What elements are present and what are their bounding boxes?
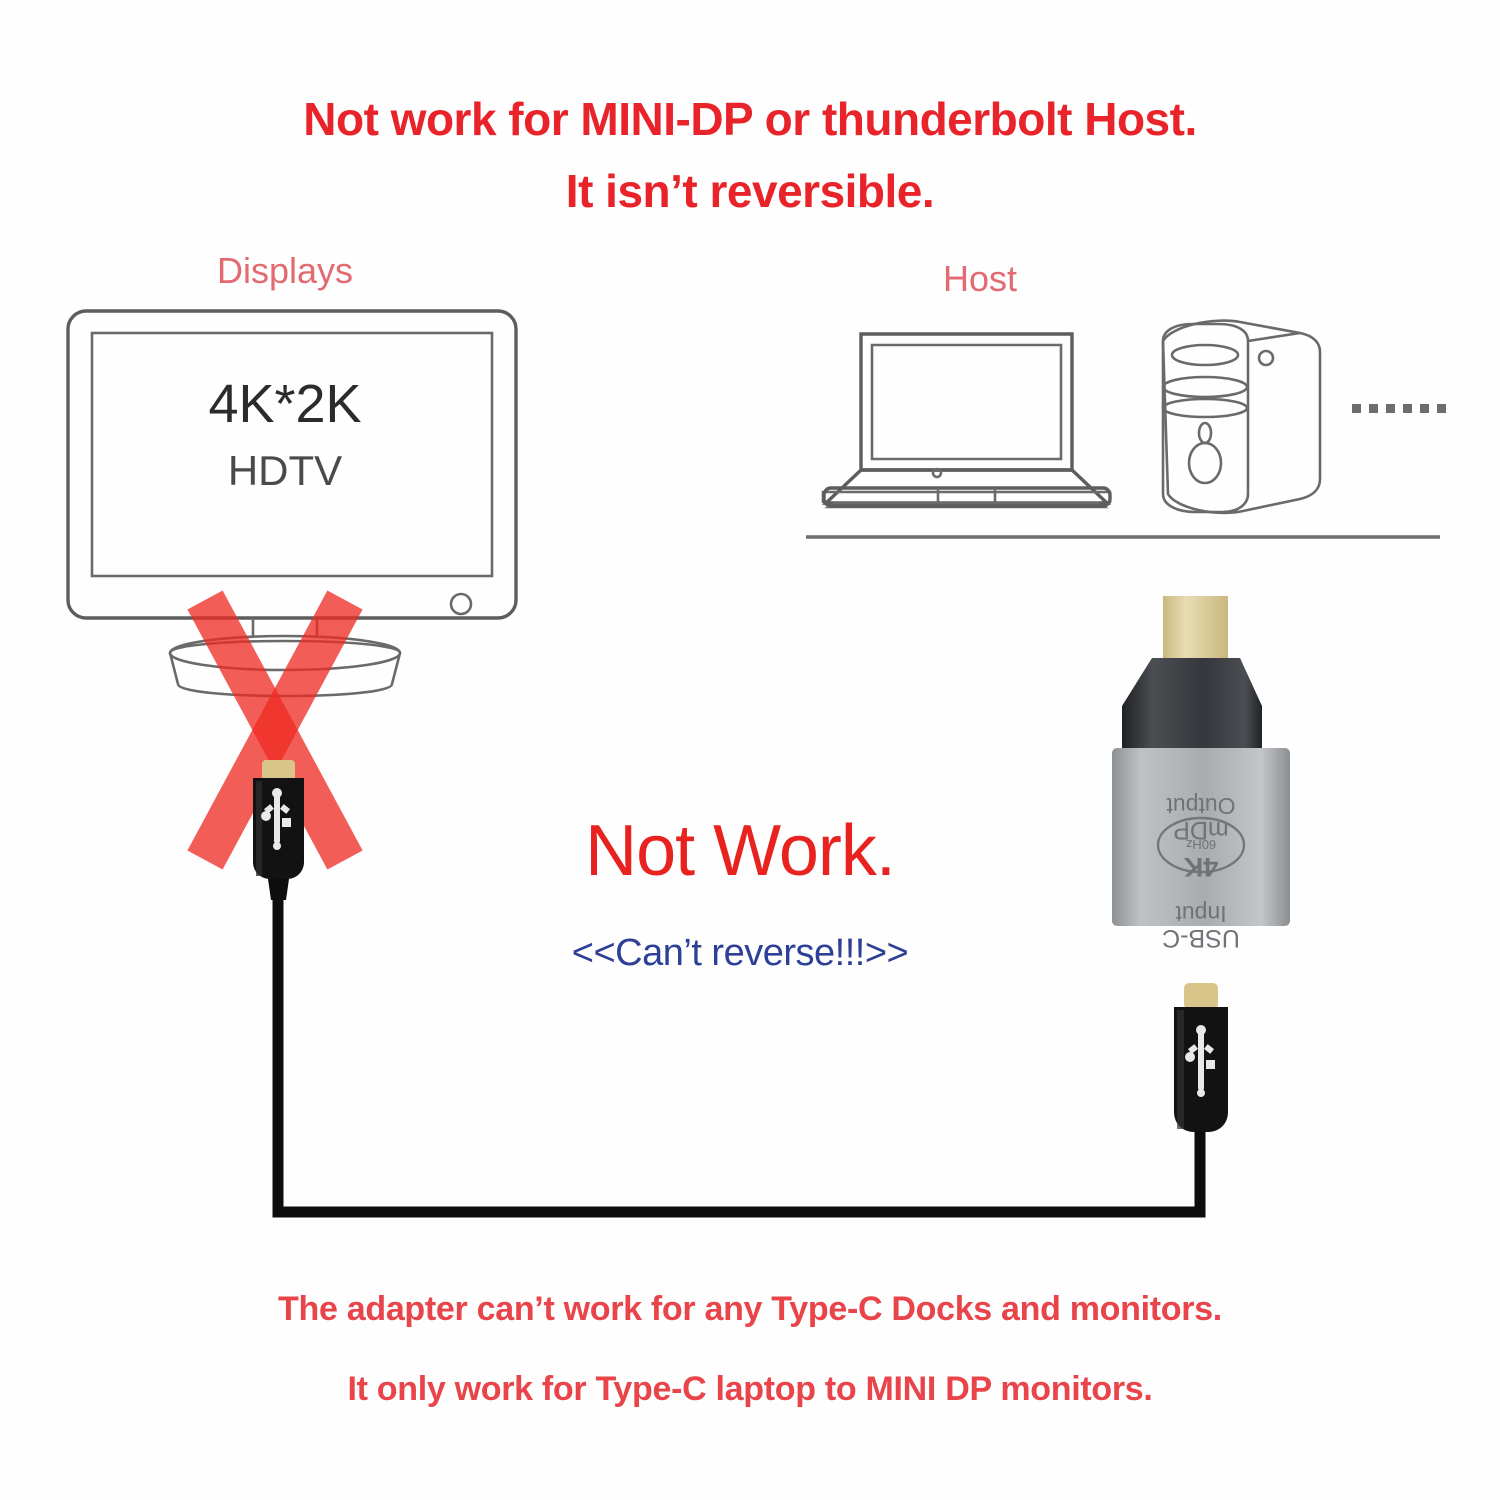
svg-text:USB-C: USB-C	[1162, 924, 1240, 952]
desktop-tower-icon	[1161, 319, 1322, 515]
footer-line-1: The adapter can’t work for any Type-C Do…	[278, 1290, 1222, 1328]
host-section-label: Host	[942, 258, 1018, 299]
headline-line-1: Not work for MINI-DP or thunderbolt Host…	[303, 93, 1197, 145]
usb-c-to-mini-dp-adapter-icon: mDP Output 4K 60Hz USB-C Input	[1112, 596, 1290, 952]
svg-text:Output: Output	[1166, 793, 1236, 819]
usb-c-connector-icon	[1174, 983, 1228, 1132]
verdict-text: Not Work.	[585, 811, 896, 891]
cable-path-icon	[272, 874, 1206, 1218]
monitor-icon	[66, 309, 518, 698]
monitor-resolution-text: 4K*2K	[208, 374, 362, 434]
laptop-icon	[821, 332, 1112, 509]
svg-text:60Hz: 60Hz	[1186, 837, 1216, 852]
headline-line-2: It isn’t reversible.	[565, 165, 935, 217]
svg-text:mDP: mDP	[1173, 816, 1229, 844]
usb-c-connector-icon	[253, 760, 304, 900]
svg-text:4K: 4K	[1183, 852, 1218, 882]
displays-section-label: Displays	[216, 250, 354, 291]
reverse-note-text: <<Can’t reverse!!!>>	[571, 932, 909, 974]
footer-line-2: It only work for Type-C laptop to MINI D…	[347, 1370, 1153, 1408]
monitor-type-text: HDTV	[227, 447, 343, 494]
x-mark-icon	[187, 590, 363, 870]
svg-text:Input: Input	[1175, 901, 1227, 927]
more-hosts-ellipsis-icon	[1352, 404, 1446, 413]
